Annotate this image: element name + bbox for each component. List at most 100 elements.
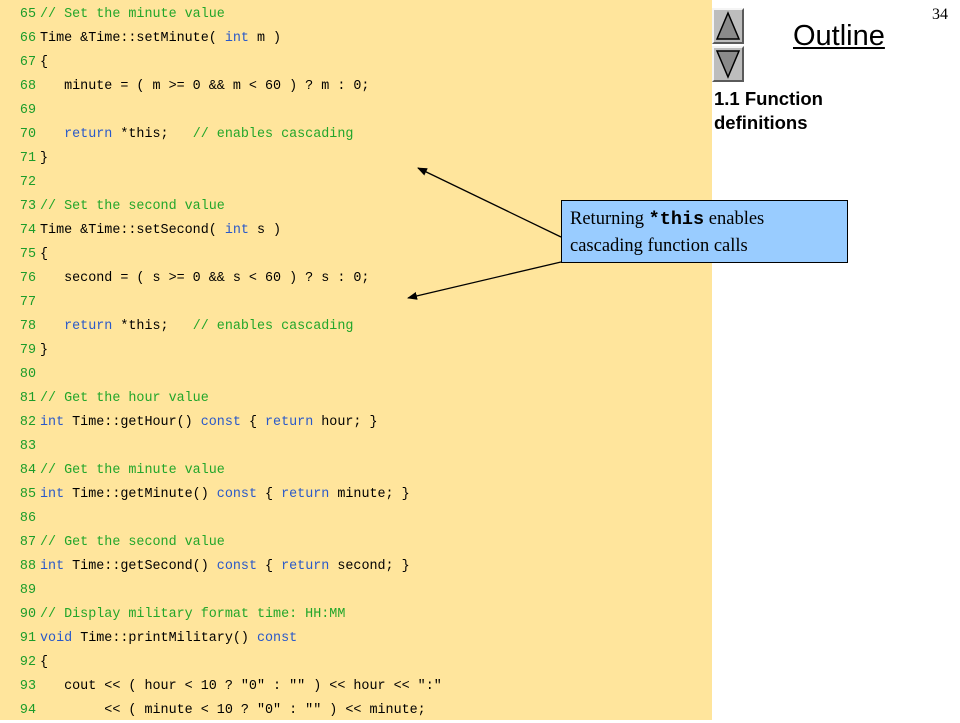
line-number: 71: [19, 151, 36, 166]
code-line: 78 return *this; // enables cascading: [0, 315, 353, 339]
callout-box: Returning *this enables cascading functi…: [561, 200, 848, 263]
line-number: 69: [19, 103, 36, 118]
code-token: void: [40, 631, 73, 646]
callout-text-after: enables cascading function calls: [570, 209, 765, 256]
code-token: return: [64, 127, 113, 142]
code-token: Time::getMinute(): [64, 487, 217, 502]
code-token: {: [40, 655, 49, 670]
code-token: cout << ( hour < 10 ? "0" : "" ) << hour…: [40, 679, 442, 694]
code-token: int: [224, 31, 249, 46]
code-token: return: [64, 319, 113, 334]
line-number: 90: [19, 607, 36, 622]
line-number: 70: [19, 127, 36, 142]
code-token: {: [40, 55, 49, 70]
code-token: second = ( s >= 0 && s < 60 ) ? s : 0;: [40, 271, 370, 286]
previous-slide-button[interactable]: [712, 8, 744, 44]
arrow-to-line-78: [407, 261, 562, 300]
code-token: const: [200, 415, 241, 430]
code-token: // Get the second value: [40, 535, 225, 550]
line-number: 72: [19, 175, 36, 190]
line-number: 92: [19, 655, 36, 670]
code-line: 89: [0, 579, 40, 603]
line-number: 82: [19, 415, 36, 430]
line-number: 79: [19, 343, 36, 358]
code-line: 72: [0, 171, 40, 195]
code-line: 86: [0, 507, 40, 531]
code-token: }: [40, 343, 49, 358]
code-line: 81 // Get the hour value: [0, 387, 209, 411]
line-number: 88: [19, 559, 36, 574]
code-token: {: [256, 559, 282, 574]
code-token: const: [256, 631, 298, 646]
code-line: 73// Set the second value: [0, 195, 225, 219]
code-token: Time::printMilitary(): [72, 631, 257, 646]
callout-text-before: Returning: [570, 209, 649, 229]
code-line: 80: [0, 363, 40, 387]
code-line: 91 void Time::printMilitary() const: [0, 627, 297, 651]
line-number: 87: [19, 535, 36, 550]
code-token: // Display military format time: HH:MM: [40, 607, 346, 622]
line-number: 74: [19, 223, 36, 238]
code-token: second; }: [329, 559, 410, 574]
line-number: 77: [19, 295, 36, 310]
code-token: const: [216, 487, 257, 502]
line-number: 68: [19, 79, 36, 94]
triangle-down-icon: [715, 50, 741, 79]
code-token: return: [281, 559, 330, 574]
code-token: Time &Time::setSecond(: [40, 223, 225, 238]
code-token: return: [281, 487, 330, 502]
line-number: 91: [19, 631, 36, 646]
code-token: const: [216, 559, 257, 574]
next-slide-button[interactable]: [712, 46, 744, 82]
code-token: return: [265, 415, 314, 430]
line-number: 67: [19, 55, 36, 70]
section-label: 1.1 Function definitions: [714, 88, 823, 133]
triangle-up-icon: [715, 11, 741, 40]
code-token: // Get the hour value: [40, 391, 209, 406]
code-line: 65// Set the minute value: [0, 3, 225, 27]
outline-link[interactable]: Outline: [793, 20, 885, 52]
code-token: // enables cascading: [192, 127, 354, 142]
line-number: 86: [19, 511, 36, 526]
code-token: int: [40, 487, 65, 502]
line-number: 89: [19, 583, 36, 598]
code-line: 94 << ( minute < 10 ? "0" : "" ) << minu…: [0, 699, 426, 723]
code-token: int: [40, 415, 65, 430]
line-number: 76: [19, 271, 36, 286]
code-token: *this;: [112, 319, 193, 334]
code-line: 75{: [0, 243, 48, 267]
code-line: 71}: [0, 147, 48, 171]
code-line: 77: [0, 291, 40, 315]
code-token: Time::getHour(): [64, 415, 201, 430]
line-number: 94: [19, 703, 36, 718]
code-token: Time &Time::setMinute(: [40, 31, 225, 46]
code-line: 93 cout << ( hour < 10 ? "0" : "" ) << h…: [0, 675, 442, 699]
code-line: 69: [0, 99, 40, 123]
code-token: int: [224, 223, 249, 238]
code-token: int: [40, 559, 65, 574]
line-number: 81: [19, 391, 36, 406]
code-line: 83: [0, 435, 40, 459]
code-token: }: [40, 151, 49, 166]
code-token: // Set the second value: [40, 199, 225, 214]
code-line: 79}: [0, 339, 48, 363]
code-token: m ): [248, 31, 282, 46]
code-token: *this;: [112, 127, 193, 142]
page-number: 34: [932, 6, 948, 23]
code-token: // Get the minute value: [40, 463, 225, 478]
line-number: 83: [19, 439, 36, 454]
code-token: minute = ( m >= 0 && m < 60 ) ? m : 0;: [40, 79, 370, 94]
line-number: 80: [19, 367, 36, 382]
code-token: {: [240, 415, 266, 430]
line-number: 84: [19, 463, 36, 478]
code-line: 68 minute = ( m >= 0 && m < 60 ) ? m : 0…: [0, 75, 370, 99]
line-number: 75: [19, 247, 36, 262]
code-line: 67 {: [0, 51, 48, 75]
